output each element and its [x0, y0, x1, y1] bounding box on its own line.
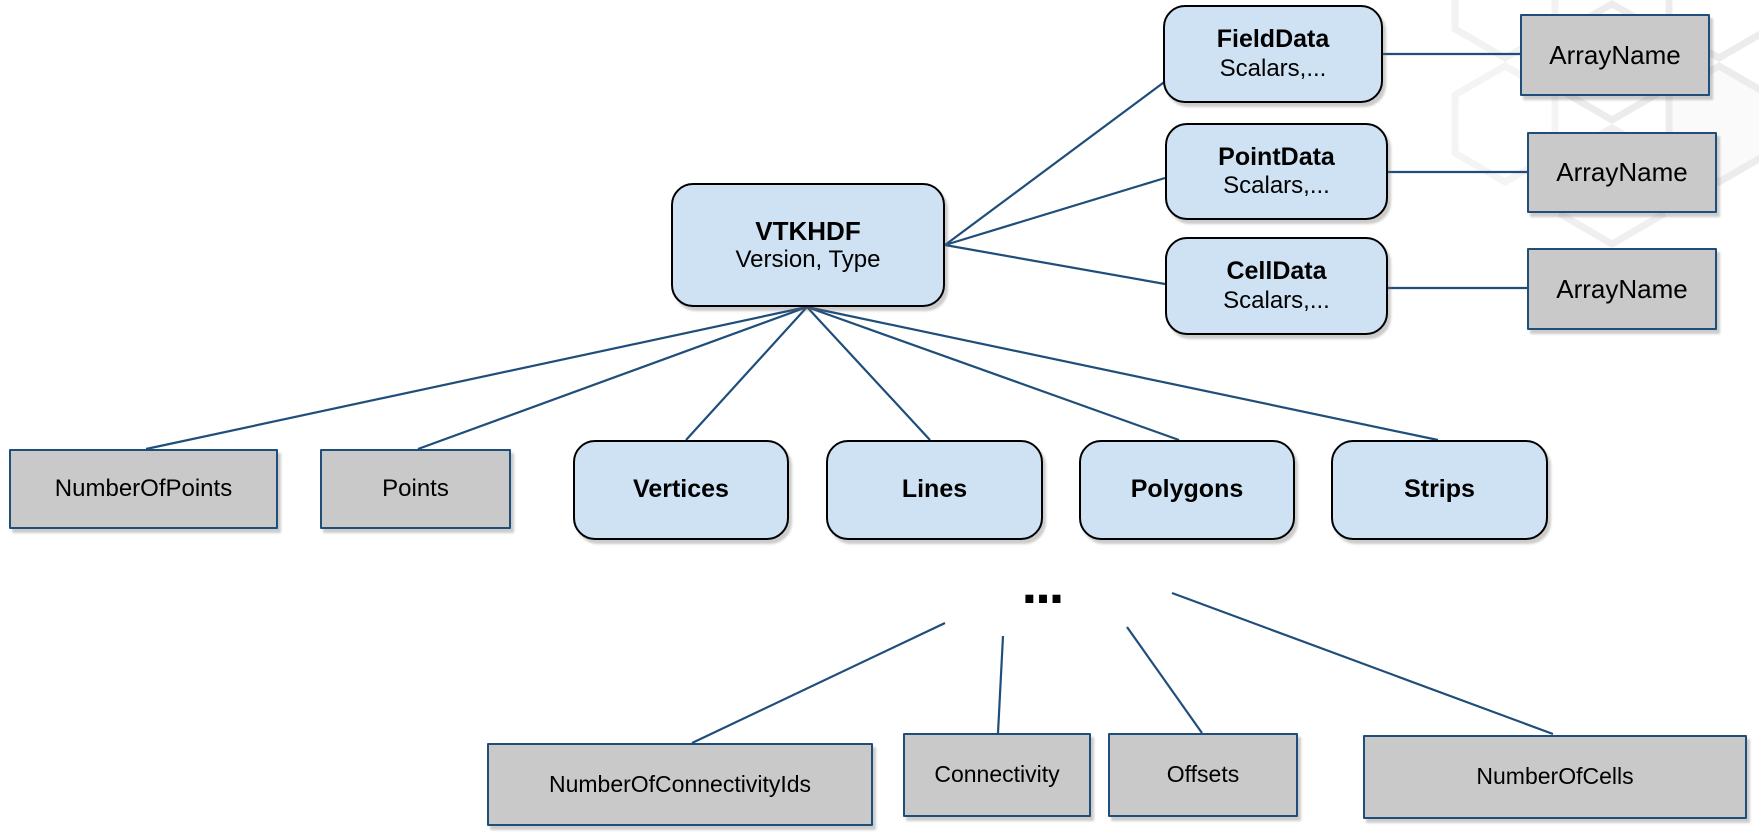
node-lines: Lines [826, 440, 1043, 540]
node-strips: Strips [1331, 440, 1548, 540]
connector-lines [145, 52, 1554, 744]
node-points: Points [320, 449, 511, 529]
node-arrayname-2-label: ArrayName [1556, 157, 1688, 188]
node-celldata-subtitle: Scalars,... [1223, 286, 1330, 314]
node-lines-label: Lines [901, 475, 968, 504]
node-arrayname-1: ArrayName [1520, 14, 1710, 96]
node-fielddata: FieldData Scalars,... [1163, 5, 1383, 103]
node-polygons-label: Polygons [1130, 475, 1244, 504]
node-celldata: CellData Scalars,... [1165, 237, 1388, 335]
node-offsets: Offsets [1108, 733, 1298, 817]
node-vertices-label: Vertices [633, 475, 729, 504]
node-pointdata-title: PointData [1218, 142, 1335, 171]
node-arrayname-2: ArrayName [1527, 132, 1717, 213]
node-fielddata-subtitle: Scalars,... [1219, 54, 1327, 82]
node-arrayname-3-label: ArrayName [1556, 273, 1688, 304]
node-pointdata: PointData Scalars,... [1165, 123, 1388, 220]
node-vtkhdf-subtitle: Version, Type [735, 246, 881, 274]
node-fielddata-title: FieldData [1216, 25, 1330, 54]
node-points-label: Points [382, 474, 449, 502]
node-vtkhdf-title: VTKHDF [755, 215, 861, 246]
node-vertices: Vertices [573, 440, 789, 540]
node-connectivity: Connectivity [903, 733, 1091, 817]
node-numberofcells: NumberOfCells [1363, 735, 1747, 819]
node-connectivity-label: Connectivity [934, 761, 1060, 788]
node-arrayname-3: ArrayName [1527, 248, 1717, 330]
node-arrayname-1-label: ArrayName [1549, 39, 1681, 70]
node-numberofpoints-label: NumberOfPoints [54, 474, 233, 502]
node-vtkhdf: VTKHDF Version, Type [671, 183, 945, 307]
node-numberofcells-label: NumberOfCells [1476, 763, 1634, 790]
node-pointdata-subtitle: Scalars,... [1223, 172, 1330, 200]
ellipsis: ... [1021, 552, 1065, 615]
node-celldata-title: CellData [1226, 257, 1327, 286]
node-numberofconnectivityids-label: NumberOfConnectivityIds [548, 770, 812, 797]
node-numberofpoints: NumberOfPoints [9, 449, 278, 529]
node-polygons: Polygons [1079, 440, 1295, 540]
node-numberofconnectivityids: NumberOfConnectivityIds [487, 743, 873, 826]
node-offsets-label: Offsets [1166, 761, 1240, 788]
node-strips-label: Strips [1404, 475, 1475, 504]
